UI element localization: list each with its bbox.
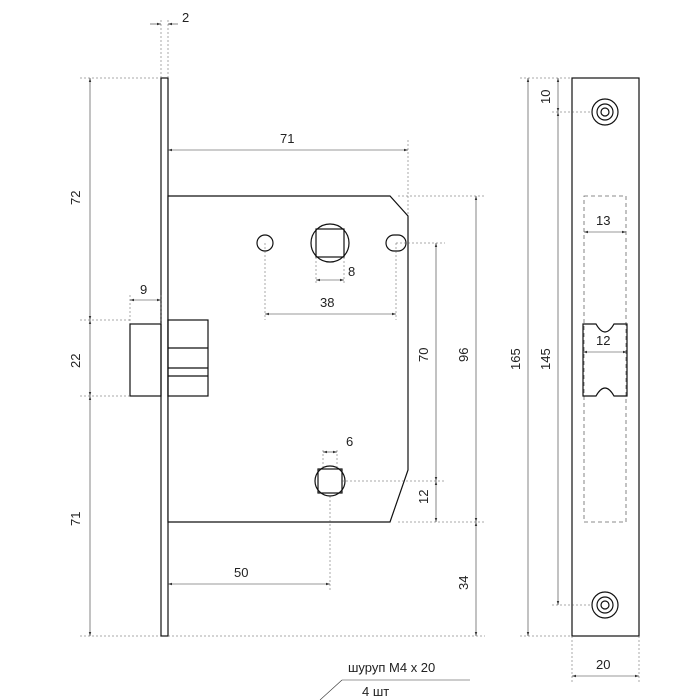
dim-top-to-handle: 72	[68, 191, 83, 205]
dim-bolt-protrusion: 9	[140, 282, 147, 297]
dim-backset: 71	[280, 131, 294, 146]
dim-cylinder-backset: 50	[234, 565, 248, 580]
dim-bottom-section: 71	[68, 512, 83, 526]
dim-screw-offset: 10	[538, 90, 553, 104]
dim-latch-width: 12	[596, 333, 610, 348]
dim-cylinder-size: 6	[346, 434, 353, 449]
dim-strike-total: 165	[508, 348, 523, 370]
dim-bottom-margin: 34	[456, 576, 471, 590]
dim-spindle-size: 8	[348, 264, 355, 279]
dim-case-height-inner: 70	[416, 348, 431, 362]
dim-latch-window: 13	[596, 213, 610, 228]
dim-case-height: 96	[456, 348, 471, 362]
spindle-hole	[310, 223, 350, 263]
faceplate	[160, 77, 169, 637]
lock-body	[167, 195, 409, 523]
dim-bolt-height: 22	[68, 354, 83, 368]
strike-plate	[571, 77, 640, 637]
dim-strike-inner: 145	[538, 348, 553, 370]
dim-spindle-spacing: 38	[320, 295, 334, 310]
screw-note: шуруп М4 х 20	[348, 660, 435, 675]
dim-strike-width: 20	[596, 657, 610, 672]
quantity-note: 4 шт	[362, 684, 389, 699]
latch-bolt	[129, 319, 209, 397]
dim-faceplate-thickness: 2	[182, 10, 189, 25]
dim-lower-offset: 12	[416, 490, 431, 504]
